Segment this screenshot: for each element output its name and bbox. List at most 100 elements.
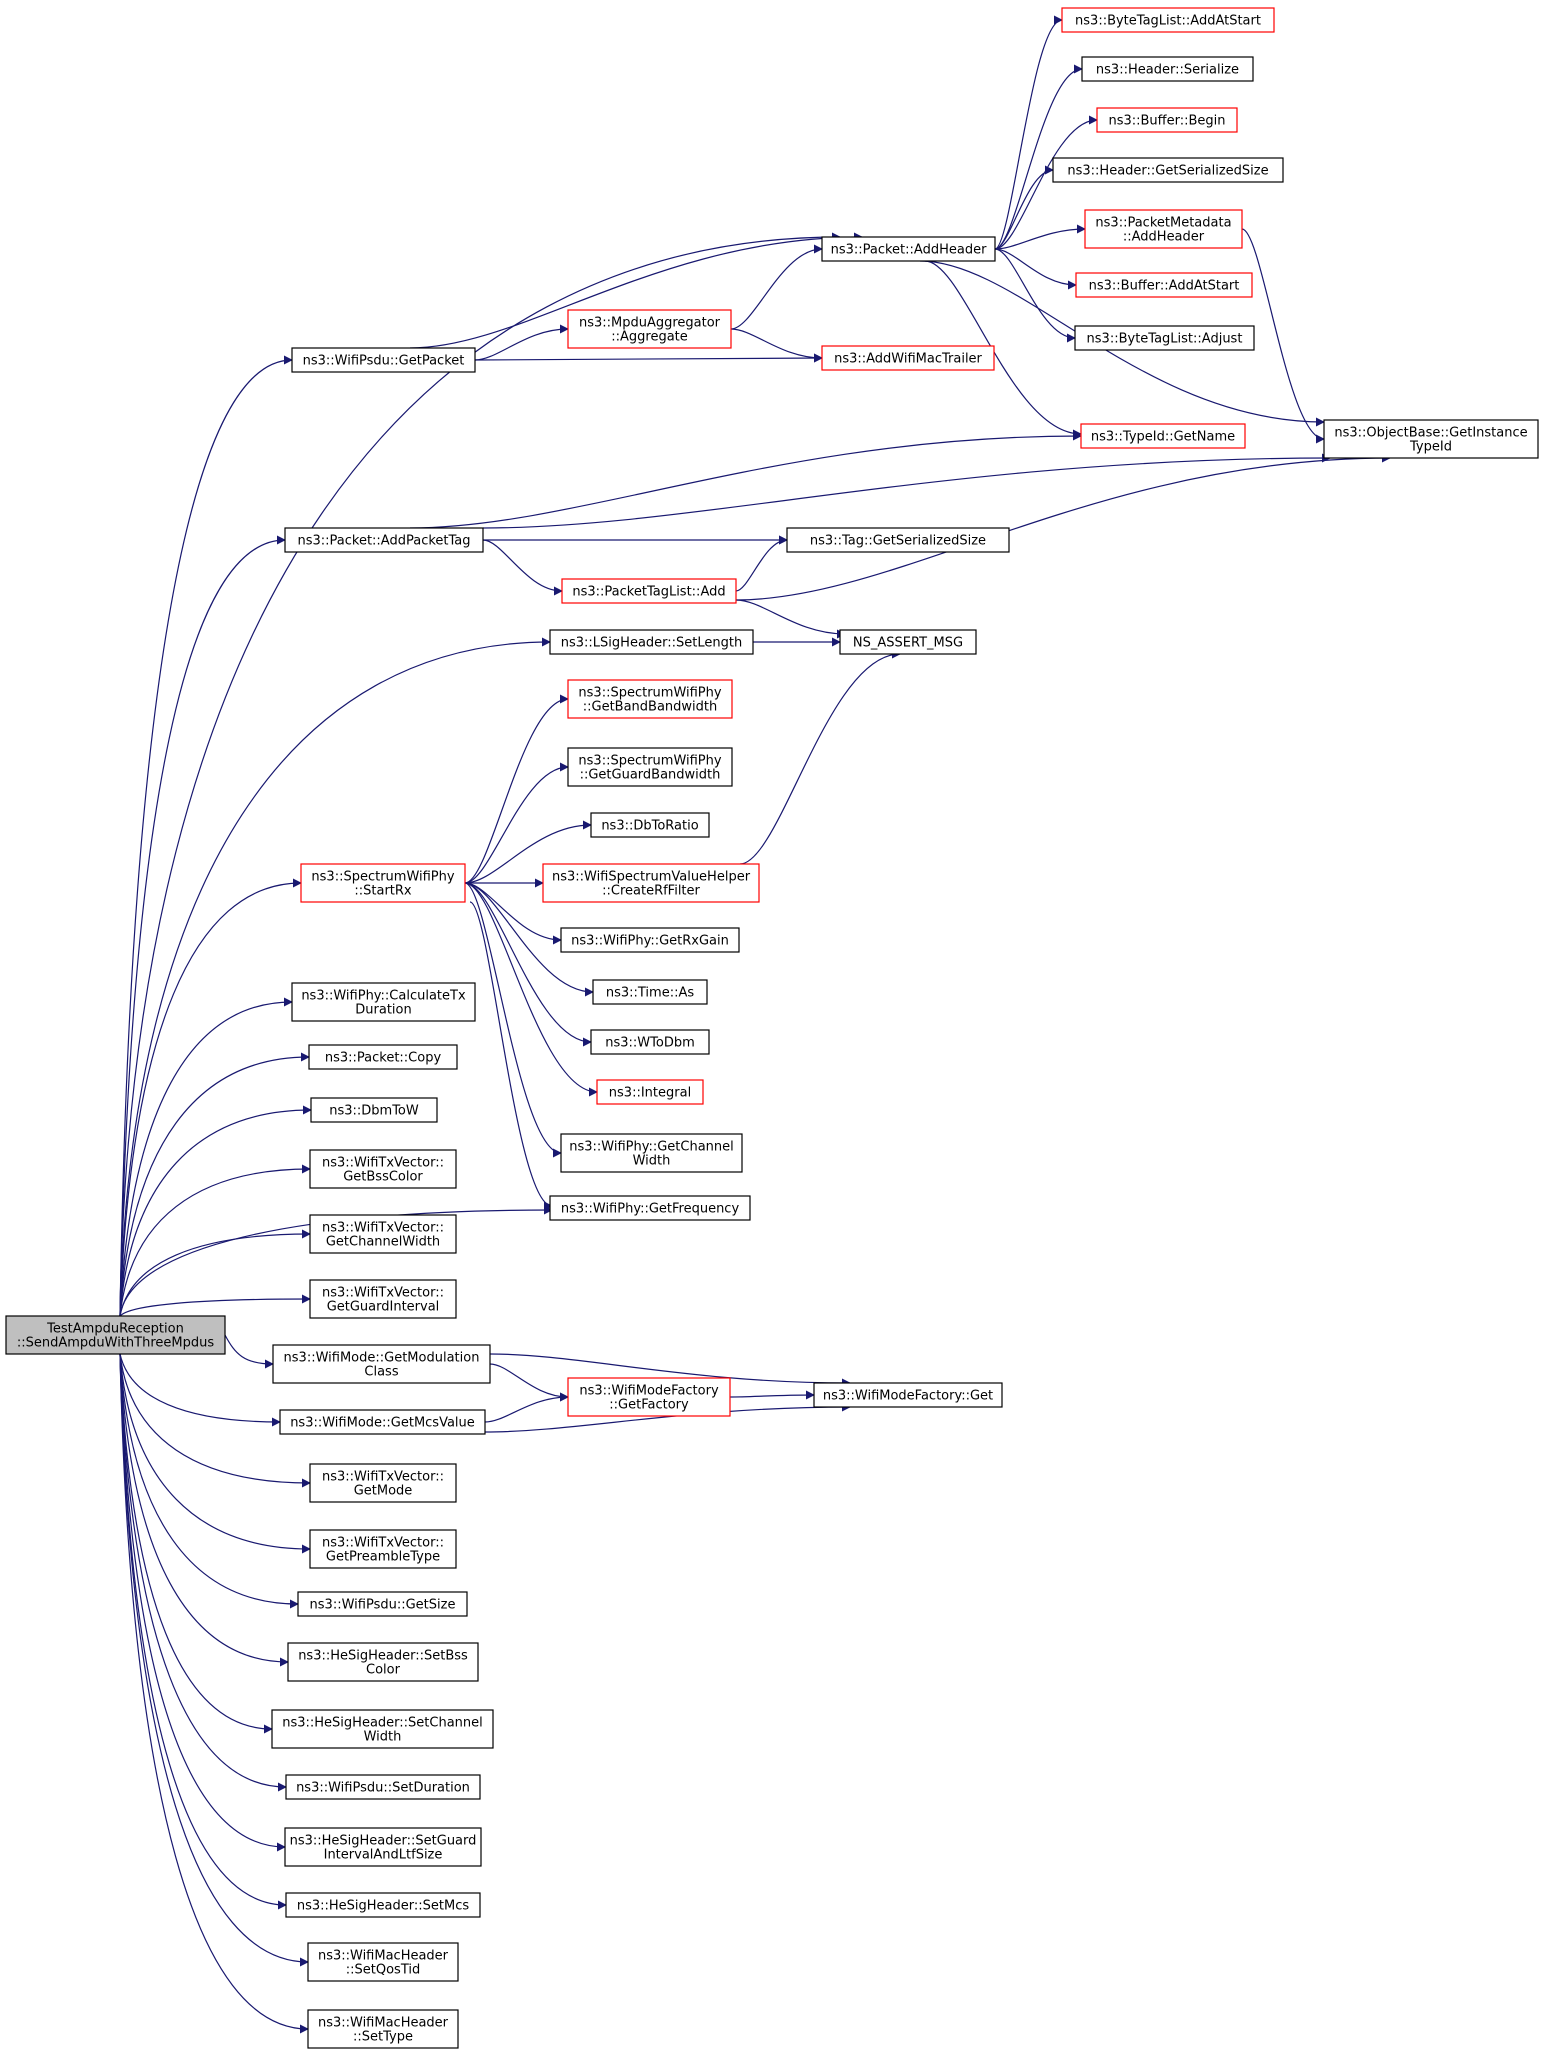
node-label: GetPreambleType <box>326 1550 440 1565</box>
node-packet-addheader[interactable]: ns3::Packet::AddHeader <box>821 236 996 262</box>
node-spectrumwifiphy-startrx[interactable]: ns3::SpectrumWifiPhy::StartRx <box>300 863 466 903</box>
node-time-as[interactable]: ns3::Time::As <box>592 979 708 1005</box>
node-box <box>567 747 733 787</box>
node-label: ns3::WifiPhy::GetRxGain <box>571 934 729 949</box>
node-label: ns3::WifiPsdu::GetSize <box>310 1598 456 1613</box>
node-label: ns3::WifiPhy::CalculateTx <box>301 989 466 1004</box>
node-box <box>309 1279 457 1319</box>
call-edge-spectrumwifiphy-startrx-to-wtodbm <box>464 882 592 1047</box>
node-label: ns3::HeSigHeader::SetChannel <box>282 1716 483 1731</box>
node-wifitxvector-getchannelwidth[interactable]: ns3::WifiTxVector::GetChannelWidth <box>309 1214 457 1254</box>
node-wifitxvector-getguardinterval[interactable]: ns3::WifiTxVector::GetGuardInterval <box>309 1279 457 1319</box>
node-wifipsdu-setduration[interactable]: ns3::WifiPsdu::SetDuration <box>285 1774 481 1800</box>
call-edge-mpduaggregator-aggregate-to-packet-addheader <box>730 244 823 330</box>
call-edge-wifimode-getmcsvalue-to-wifimodefactory-get <box>484 1402 851 1433</box>
node-packet-addpackettag[interactable]: ns3::Packet::AddPacketTag <box>284 527 484 553</box>
node-label: TypeId <box>1409 440 1452 455</box>
node-wifitxvector-getpreambletype[interactable]: ns3::WifiTxVector::GetPreambleType <box>309 1529 457 1569</box>
call-edge-wifipsdu-getpacket-to-mpduaggregator-aggregate <box>474 324 569 361</box>
node-mpduaggregator-aggregate[interactable]: ns3::MpduAggregator::Aggregate <box>567 309 732 349</box>
call-edge-spectrumwifiphy-startrx-to-spectrumwifiphy-getguardbandwidth <box>464 762 569 884</box>
call-edge-spectrumwifiphy-startrx-to-wifiphy-getchannelwidth <box>464 882 562 1158</box>
node-label: Class <box>364 1365 398 1380</box>
node-typeid-getname[interactable]: ns3::TypeId::GetName <box>1080 423 1246 449</box>
node-bytetaglist-adjust[interactable]: ns3::ByteTagList::Adjust <box>1074 325 1255 351</box>
call-edge-wifimodefactory-getfactory-to-wifimodefactory-get <box>729 1390 815 1400</box>
node-wifispectrumvaluehelper-createrffilter[interactable]: ns3::WifiSpectrumValueHelper::CreateRfFi… <box>542 863 760 903</box>
call-edge-spectrumwifiphy-startrx-to-spectrumwifiphy-getbandbandwidth <box>464 694 569 884</box>
call-edge-root-to-wifipsdu-getpacket <box>119 355 293 1317</box>
node-packetmetadata-addheader[interactable]: ns3::PacketMetadata::AddHeader <box>1084 209 1243 249</box>
node-wifiphy-getfrequency[interactable]: ns3::WifiPhy::GetFrequency <box>549 1195 751 1221</box>
node-buffer-begin[interactable]: ns3::Buffer::Begin <box>1096 107 1238 133</box>
node-label: ::SetType <box>353 2030 413 2045</box>
node-wifimodefactory-get[interactable]: ns3::WifiModeFactory::Get <box>813 1382 1003 1408</box>
call-edge-packet-addpackettag-to-objectbase-getinstancetypeid <box>482 453 1331 529</box>
call-edge-root-to-dbmtow <box>119 1105 312 1317</box>
node-label: ns3::WifiTxVector:: <box>322 1470 444 1485</box>
node-wifimacheader-setqostid[interactable]: ns3::WifiMacHeader::SetQosTid <box>307 1942 459 1982</box>
node-box <box>821 345 995 371</box>
node-wifiphy-getchannelwidth[interactable]: ns3::WifiPhy::GetChannelWidth <box>560 1133 743 1173</box>
node-dbmtow[interactable]: ns3::DbmToW <box>310 1097 438 1123</box>
nodes-layer: TestAmpduReception::SendAmpduWithThreeMp… <box>5 7 1539 2049</box>
node-box <box>786 527 1010 553</box>
node-label: Width <box>633 1154 671 1169</box>
node-bytetaglist-addatstart[interactable]: ns3::ByteTagList::AddAtStart <box>1061 7 1275 33</box>
node-wtodbm[interactable]: ns3::WToDbm <box>590 1029 710 1055</box>
node-label: ns3::SpectrumWifiPhy <box>311 870 454 885</box>
node-hesigheader-setguardintervalandltfsize[interactable]: ns3::HeSigHeader::SetGuardIntervalAndLtf… <box>284 1827 482 1867</box>
node-label: Duration <box>355 1003 411 1018</box>
node-wifimacheader-settype[interactable]: ns3::WifiMacHeader::SetType <box>307 2009 459 2049</box>
node-dbtoratio[interactable]: ns3::DbToRatio <box>590 812 710 838</box>
node-label: ns3::WToDbm <box>605 1036 695 1051</box>
call-edge-packet-addheader-to-header-getserializedsize <box>994 165 1054 250</box>
node-header-serialize[interactable]: ns3::Header::Serialize <box>1081 56 1254 82</box>
node-spectrumwifiphy-getguardbandwidth[interactable]: ns3::SpectrumWifiPhy::GetGuardBandwidth <box>567 747 733 787</box>
node-label: ns3::HeSigHeader::SetBss <box>298 1649 468 1664</box>
call-edge-wifipsdu-getpacket-to-addwifimactrailer <box>474 353 823 363</box>
node-wifiphy-getrxgain[interactable]: ns3::WifiPhy::GetRxGain <box>560 927 740 953</box>
node-wifimode-getmcsvalue[interactable]: ns3::WifiMode::GetMcsValue <box>279 1409 486 1435</box>
node-box <box>309 1149 457 1189</box>
node-ns-assert-msg[interactable]: NS_ASSERT_MSG <box>839 629 977 655</box>
call-edge-packettaglist-add-to-ns-assert-msg <box>735 599 846 639</box>
node-label: ns3::DbmToW <box>329 1104 419 1119</box>
node-packettaglist-add[interactable]: ns3::PacketTagList::Add <box>561 578 737 604</box>
call-edge-wifimode-getmodulationclass-to-wifimodefactory-getfactory <box>489 1363 569 1402</box>
node-integral[interactable]: ns3::Integral <box>596 1079 704 1105</box>
call-edge-root-to-wifitxvector-getpreambletype <box>119 1353 311 1554</box>
node-packet-copy[interactable]: ns3::Packet::Copy <box>308 1044 458 1070</box>
node-box <box>1323 419 1539 459</box>
node-label: Width <box>364 1730 402 1745</box>
node-wifitxvector-getmode[interactable]: ns3::WifiTxVector::GetMode <box>309 1463 457 1503</box>
node-label: ns3::TypeId::GetName <box>1091 430 1235 445</box>
node-tag-getserializedsize[interactable]: ns3::Tag::GetSerializedSize <box>786 527 1010 553</box>
node-wifipsdu-getpacket[interactable]: ns3::WifiPsdu::GetPacket <box>291 347 476 373</box>
call-edge-root-to-hesigheader-setchannelwidth <box>119 1353 273 1734</box>
node-buffer-addatstart[interactable]: ns3::Buffer::AddAtStart <box>1075 272 1253 298</box>
call-edge-mpduaggregator-aggregate-to-addwifimactrailer <box>730 328 823 363</box>
node-hesigheader-setmcs[interactable]: ns3::HeSigHeader::SetMcs <box>285 1892 481 1918</box>
node-spectrumwifiphy-getbandbandwidth[interactable]: ns3::SpectrumWifiPhy::GetBandBandwidth <box>567 679 733 719</box>
node-box <box>1080 423 1246 449</box>
node-wifimodefactory-getfactory[interactable]: ns3::WifiModeFactory::GetFactory <box>567 1377 731 1417</box>
node-box <box>813 1382 1003 1408</box>
call-edge-root-to-wifipsdu-getsize <box>119 1353 299 1609</box>
node-lsigheader-setlength[interactable]: ns3::LSigHeader::SetLength <box>549 629 754 655</box>
node-box <box>284 527 484 553</box>
node-root[interactable]: TestAmpduReception::SendAmpduWithThreeMp… <box>5 1315 226 1355</box>
node-wifipsdu-getsize[interactable]: ns3::WifiPsdu::GetSize <box>297 1591 468 1617</box>
node-label: ::AddHeader <box>1123 230 1205 245</box>
node-wifitxvector-getbsscolor[interactable]: ns3::WifiTxVector::GetBssColor <box>309 1149 457 1189</box>
node-header-getserializedsize[interactable]: ns3::Header::GetSerializedSize <box>1052 157 1284 183</box>
node-addwifimactrailer[interactable]: ns3::AddWifiMacTrailer <box>821 345 995 371</box>
node-box <box>297 1591 468 1617</box>
call-edge-root-to-packet-addpackettag <box>119 535 286 1317</box>
node-label: ns3::WifiPhy::GetFrequency <box>561 1202 740 1217</box>
